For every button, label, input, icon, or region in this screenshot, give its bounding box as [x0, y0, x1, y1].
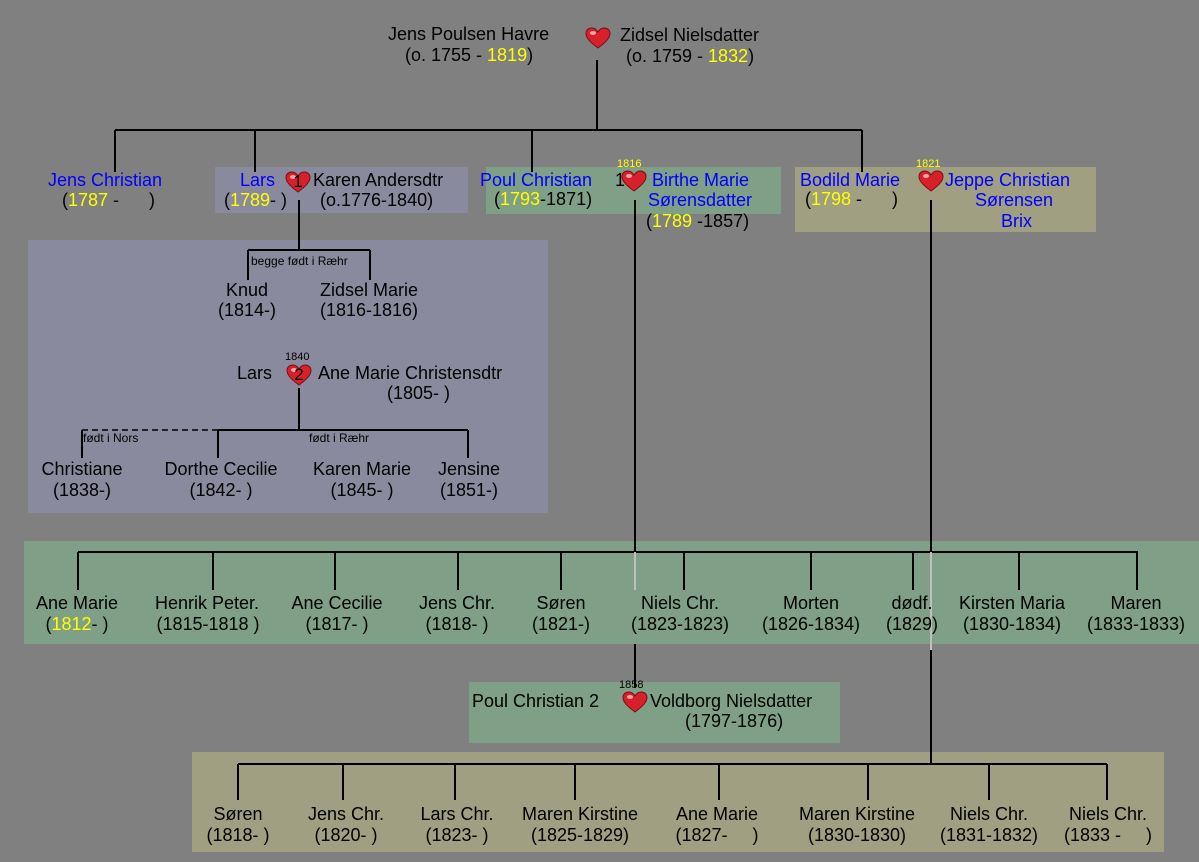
jens-christian-dates: (1787 - )	[62, 190, 156, 210]
poul-christian-dates: (1793-1871)	[494, 189, 593, 209]
child-dates: (1812- )	[45, 614, 109, 634]
child-dates: (1829)	[885, 614, 939, 634]
child-dates: (1831-1832)	[939, 825, 1039, 845]
bodild-children-box	[192, 752, 1164, 852]
mother-dates: (o. 1759 - 1832)	[626, 46, 755, 66]
child-dates: (1833 - )	[1063, 825, 1153, 845]
bodild-marriage-year: 1821	[916, 158, 941, 170]
poul-children-box	[24, 541, 1199, 644]
child-name: Maren Kirstine	[798, 804, 916, 824]
heart-icon	[585, 27, 611, 49]
child-dates: (1821-)	[531, 614, 591, 634]
jeppe-christian-link[interactable]: Jeppe Christian	[945, 170, 1071, 190]
child-dates: (1830-1830)	[807, 825, 907, 845]
child-dates: (1823- )	[425, 825, 489, 845]
jensine-dates: (1851-)	[439, 480, 499, 500]
christiane-dates: (1838-)	[52, 480, 112, 500]
marriage-number: 2	[294, 365, 304, 384]
birthe-dates: (1789 -1857)	[646, 211, 750, 231]
note-born-raehr-2: født i Ræhr	[309, 431, 370, 445]
child-name: Kirsten Maria	[958, 593, 1066, 613]
karen-andersdtr-dates: (o.1776-1840)	[320, 190, 434, 210]
child-name: Ane Marie	[35, 593, 119, 613]
heart-icon	[622, 691, 648, 713]
ane-marie-christensdtr-name: Ane Marie Christensdtr	[318, 363, 503, 383]
lars-m2-name: Lars	[237, 363, 273, 383]
child-dates: (1818- )	[425, 614, 489, 634]
poul-christian-link[interactable]: Poul Christian	[480, 170, 593, 190]
poul-christian-2-name: Poul Christian 2	[472, 691, 600, 711]
poul-marriage2-box	[469, 682, 840, 743]
child-name: Ane Marie	[675, 804, 759, 824]
child-name: Morten	[782, 593, 840, 613]
child-dates: (1826-1834)	[761, 614, 861, 634]
lars-link[interactable]: Lars	[240, 170, 276, 190]
dorthe-cecilie-dates: (1842- )	[189, 480, 253, 500]
child-dates: (1830-1834)	[962, 614, 1062, 634]
bodild-couple-box	[795, 167, 1096, 232]
knud-dates: (1814-)	[217, 300, 277, 320]
child-dates: (1827- )	[675, 825, 759, 845]
bodild-dates: (1798 - )	[805, 189, 899, 209]
child-dates: (1823-1823)	[630, 614, 730, 634]
father-dates: (o. 1755 - 1819)	[405, 45, 534, 65]
jensine-name: Jensine	[437, 459, 501, 479]
child-name: Maren Kirstine	[521, 804, 639, 824]
bodild-marie-link[interactable]: Bodild Marie	[800, 170, 901, 190]
marriage-number: 1	[293, 172, 303, 191]
child-dates: (1815-1818 )	[156, 614, 260, 634]
zidsel-marie-dates: (1816-1816)	[319, 300, 419, 320]
child-name: Henrik Peter.	[154, 593, 260, 613]
child-dates: (1817- )	[305, 614, 369, 634]
ane-marie-christensdtr-dates: (1805- )	[387, 383, 451, 403]
karen-marie-name: Karen Marie	[312, 459, 412, 479]
heart-icon: 2	[286, 364, 312, 386]
lars-couple-box	[215, 167, 468, 213]
child-name: Jens Chr.	[418, 593, 496, 613]
poul-marriage-number: 1	[615, 170, 626, 190]
heart-icon	[621, 170, 647, 192]
child-name: dødf.	[891, 593, 933, 613]
child-name: Søren	[536, 593, 586, 613]
child-name: Søren	[213, 804, 263, 824]
child-dates: (1833-1833)	[1086, 614, 1186, 634]
karen-andersdtr-name: Karen Andersdtr	[313, 170, 444, 190]
lars-marriage2-year: 1840	[285, 351, 310, 363]
birthe-surname-link[interactable]: Sørensdatter	[648, 190, 753, 210]
note-born-nors: født i Nors	[83, 431, 139, 445]
poul-marriage-year: 1816	[617, 158, 642, 170]
note-born-raehr: begge født i Ræhr	[251, 254, 348, 268]
child-dates: (1818- )	[206, 825, 270, 845]
lars-dates: (1789- )	[224, 190, 288, 210]
jens-christian-link[interactable]: Jens Christian	[48, 170, 163, 190]
child-dates: (1820- )	[314, 825, 378, 845]
karen-marie-dates: (1845- )	[330, 480, 394, 500]
zidsel-marie-name: Zidsel Marie	[319, 280, 419, 300]
voldborg-dates: (1797-1876)	[685, 711, 784, 731]
child-name: Niels Chr.	[640, 593, 720, 613]
voldborg-name: Voldborg Nielsdatter	[650, 691, 813, 711]
child-name: Maren	[1110, 593, 1162, 613]
knud-name: Knud	[225, 280, 269, 300]
child-name: Lars Chr.	[420, 804, 494, 824]
dorthe-cecilie-name: Dorthe Cecilie	[164, 459, 278, 479]
mother-name: Zidsel Nielsdatter	[620, 25, 760, 45]
jeppe-brix-link[interactable]: Brix	[1001, 211, 1032, 231]
child-name: Ane Cecilie	[291, 593, 383, 613]
heart-icon: 1	[285, 171, 311, 193]
child-dates: (1825-1829)	[530, 825, 630, 845]
christiane-name: Christiane	[41, 459, 123, 479]
father-name: Jens Poulsen Havre	[388, 24, 550, 44]
jeppe-surname-link[interactable]: Sørensen	[975, 190, 1054, 210]
lars-family-box	[28, 240, 548, 513]
heart-icon	[918, 170, 944, 192]
child-name: Niels Chr.	[1068, 804, 1148, 824]
child-name: Jens Chr.	[307, 804, 385, 824]
child-name: Niels Chr.	[949, 804, 1029, 824]
poul-marriage2-year: 1858	[619, 679, 644, 691]
birthe-marie-link[interactable]: Birthe Marie	[652, 170, 750, 190]
